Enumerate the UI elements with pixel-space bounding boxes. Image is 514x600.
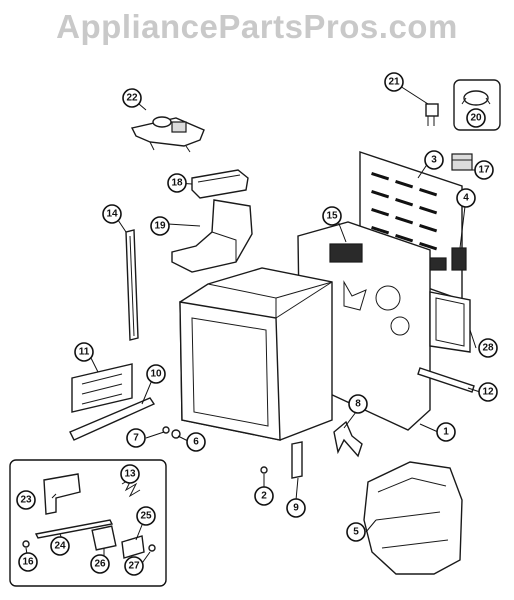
part-14-side-trim[interactable] <box>125 229 139 341</box>
callout-18[interactable]: 18 <box>167 173 187 193</box>
svg-text:27: 27 <box>128 561 140 572</box>
part-8-hinge-clip[interactable] <box>333 420 363 458</box>
svg-text:23: 23 <box>20 495 32 506</box>
oven-cavity[interactable] <box>179 267 333 441</box>
callout-16[interactable]: 16 <box>18 552 38 572</box>
svg-text:13: 13 <box>124 469 136 480</box>
part-16-small-part[interactable] <box>22 540 30 548</box>
part-27-screw[interactable] <box>148 544 156 552</box>
svg-text:15: 15 <box>326 211 338 222</box>
callout-28[interactable]: 28 <box>478 338 498 358</box>
svg-text:18: 18 <box>171 178 183 189</box>
callout-23[interactable]: 23 <box>16 490 36 510</box>
detail-inset-box <box>9 459 167 587</box>
part-18-trim[interactable] <box>191 169 249 199</box>
svg-text:10: 10 <box>150 369 162 380</box>
part-21-switch[interactable] <box>425 103 439 126</box>
part-20-thermal-fuse[interactable] <box>453 79 501 131</box>
part-22-valve[interactable] <box>130 116 205 153</box>
part-28-window-frame[interactable] <box>429 291 471 353</box>
svg-text:3: 3 <box>431 155 437 166</box>
svg-text:9: 9 <box>293 503 299 514</box>
part-11-bracket[interactable] <box>71 363 133 413</box>
callout-2[interactable]: 2 <box>254 486 274 506</box>
callout-14[interactable]: 14 <box>102 204 122 224</box>
part-4-label[interactable] <box>451 247 467 271</box>
svg-text:4: 4 <box>463 193 469 204</box>
svg-text:19: 19 <box>154 221 166 232</box>
part-25-switch[interactable] <box>121 535 145 559</box>
svg-text:26: 26 <box>94 559 106 570</box>
callout-24[interactable]: 24 <box>50 536 70 556</box>
svg-text:28: 28 <box>482 343 494 354</box>
svg-text:2: 2 <box>261 491 267 502</box>
callout-12[interactable]: 12 <box>478 382 498 402</box>
callout-25[interactable]: 25 <box>136 506 156 526</box>
svg-text:21: 21 <box>388 77 400 88</box>
callout-1[interactable]: 1 <box>436 422 456 442</box>
callout-22[interactable]: 22 <box>122 88 142 108</box>
part-9-hinge[interactable] <box>291 441 303 479</box>
svg-text:12: 12 <box>482 387 494 398</box>
callout-15[interactable]: 15 <box>322 206 342 226</box>
svg-text:22: 22 <box>126 93 138 104</box>
svg-text:25: 25 <box>140 511 152 522</box>
callout-27[interactable]: 27 <box>124 556 144 576</box>
svg-text:14: 14 <box>106 209 118 220</box>
part-23-bracket[interactable] <box>43 473 81 515</box>
callout-8[interactable]: 8 <box>348 394 368 414</box>
callout-26[interactable]: 26 <box>90 554 110 574</box>
svg-text:11: 11 <box>79 347 90 358</box>
part-26-latch[interactable] <box>91 525 117 551</box>
watermark-logo-text: AppliancePartsPros.com <box>56 8 458 45</box>
callout-17[interactable]: 17 <box>474 160 494 180</box>
callout-19[interactable]: 19 <box>150 216 170 236</box>
part-5-insulation[interactable] <box>363 461 463 575</box>
callout-13[interactable]: 13 <box>120 464 140 484</box>
svg-text:8: 8 <box>355 399 361 410</box>
svg-text:17: 17 <box>478 165 490 176</box>
part-17-block[interactable] <box>451 153 473 171</box>
part-7-screw[interactable] <box>162 426 170 434</box>
svg-text:24: 24 <box>54 541 66 552</box>
callout-9[interactable]: 9 <box>286 498 306 518</box>
svg-text:6: 6 <box>193 437 199 448</box>
callout-6[interactable]: 6 <box>186 432 206 452</box>
part-19-vent-duct[interactable] <box>171 199 253 273</box>
part-10-rail[interactable] <box>69 397 156 441</box>
callout-5[interactable]: 5 <box>346 522 366 542</box>
part-12-strip[interactable] <box>417 367 475 393</box>
part-24-rod[interactable] <box>34 519 114 539</box>
callout-3[interactable]: 3 <box>424 150 444 170</box>
callout-11[interactable]: 11 <box>74 342 94 362</box>
svg-text:7: 7 <box>133 433 139 444</box>
callout-7[interactable]: 7 <box>126 428 146 448</box>
callout-20[interactable]: 20 <box>466 108 486 128</box>
svg-text:16: 16 <box>22 557 34 568</box>
svg-text:5: 5 <box>353 527 359 538</box>
part-2-screw[interactable] <box>260 466 268 474</box>
callout-10[interactable]: 10 <box>146 364 166 384</box>
svg-text:1: 1 <box>443 427 449 438</box>
callout-4[interactable]: 4 <box>456 188 476 208</box>
svg-text:20: 20 <box>470 113 482 124</box>
callout-21[interactable]: 21 <box>384 72 404 92</box>
